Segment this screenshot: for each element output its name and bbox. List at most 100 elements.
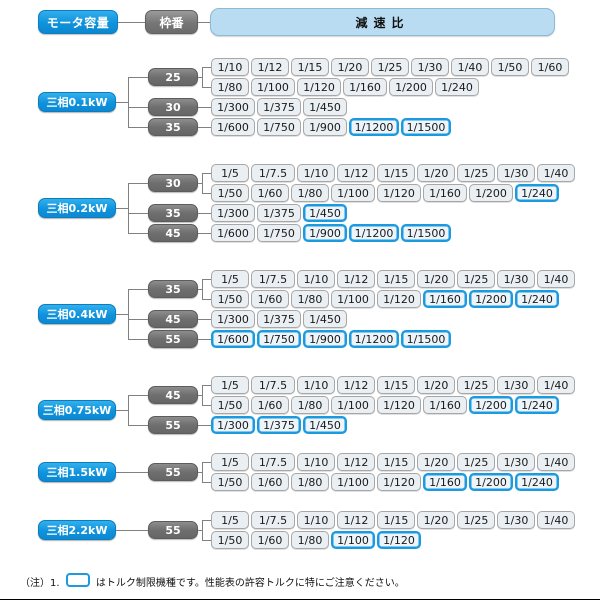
ratio-chip[interactable]: 1/50 [211, 290, 249, 308]
ratio-chip[interactable]: 1/50 [211, 473, 249, 491]
frame-number-box[interactable]: 55 [148, 521, 198, 539]
ratio-chip[interactable]: 1/600 [211, 224, 255, 242]
ratio-chip[interactable]: 1/30 [497, 511, 535, 529]
ratio-chip[interactable]: 1/100 [331, 473, 375, 491]
ratio-chip[interactable]: 1/20 [417, 376, 455, 394]
ratio-chip[interactable]: 1/10 [211, 58, 249, 76]
ratio-chip[interactable]: 1/750 [257, 118, 301, 136]
ratio-chip[interactable]: 1/10 [297, 270, 335, 288]
ratio-chip[interactable]: 1/20 [417, 164, 455, 182]
ratio-chip[interactable]: 1/375 [257, 204, 301, 222]
ratio-chip[interactable]: 1/100 [331, 290, 375, 308]
ratio-chip[interactable]: 1/300 [211, 416, 255, 434]
ratio-chip[interactable]: 1/120 [377, 184, 421, 202]
ratio-chip[interactable]: 1/200 [469, 396, 513, 414]
ratio-chip[interactable]: 1/100 [251, 78, 295, 96]
ratio-chip[interactable]: 1/7.5 [251, 164, 295, 182]
ratio-chip[interactable]: 1/900 [303, 224, 347, 242]
ratio-chip[interactable]: 1/15 [377, 376, 415, 394]
ratio-chip[interactable]: 1/200 [469, 473, 513, 491]
ratio-chip[interactable]: 1/12 [337, 453, 375, 471]
ratio-chip[interactable]: 1/7.5 [251, 453, 295, 471]
ratio-chip[interactable]: 1/240 [515, 396, 559, 414]
ratio-chip[interactable]: 1/240 [515, 290, 559, 308]
ratio-chip[interactable]: 1/10 [297, 164, 335, 182]
ratio-chip[interactable]: 1/25 [371, 58, 409, 76]
ratio-chip[interactable]: 1/20 [331, 58, 369, 76]
ratio-chip[interactable]: 1/15 [377, 453, 415, 471]
ratio-chip[interactable]: 1/12 [337, 376, 375, 394]
ratio-chip[interactable]: 1/25 [457, 164, 495, 182]
ratio-chip[interactable]: 1/450 [303, 416, 347, 434]
frame-number-box[interactable]: 30 [148, 174, 198, 192]
ratio-chip[interactable]: 1/100 [331, 531, 375, 549]
ratio-chip[interactable]: 1/60 [251, 531, 289, 549]
ratio-chip[interactable]: 1/450 [303, 204, 347, 222]
ratio-chip[interactable]: 1/300 [211, 310, 255, 328]
ratio-chip[interactable]: 1/30 [497, 270, 535, 288]
ratio-chip[interactable]: 1/80 [291, 396, 329, 414]
ratio-chip[interactable]: 1/900 [303, 330, 347, 348]
motor-capacity-box[interactable]: 三相0.4kW [38, 304, 116, 324]
ratio-chip[interactable]: 1/1200 [349, 118, 399, 136]
ratio-chip[interactable]: 1/80 [291, 184, 329, 202]
ratio-chip[interactable]: 1/50 [491, 58, 529, 76]
ratio-chip[interactable]: 1/25 [457, 511, 495, 529]
ratio-chip[interactable]: 1/40 [537, 511, 575, 529]
ratio-chip[interactable]: 1/375 [257, 310, 301, 328]
ratio-chip[interactable]: 1/200 [469, 290, 513, 308]
ratio-chip[interactable]: 1/100 [331, 396, 375, 414]
frame-number-box[interactable]: 45 [148, 224, 198, 242]
ratio-chip[interactable]: 1/15 [377, 270, 415, 288]
ratio-chip[interactable]: 1/20 [417, 453, 455, 471]
ratio-chip[interactable]: 1/120 [377, 473, 421, 491]
ratio-chip[interactable]: 1/5 [211, 270, 249, 288]
ratio-chip[interactable]: 1/25 [457, 453, 495, 471]
ratio-chip[interactable]: 1/15 [377, 511, 415, 529]
ratio-chip[interactable]: 1/900 [303, 118, 347, 136]
ratio-chip[interactable]: 1/20 [417, 270, 455, 288]
ratio-chip[interactable]: 1/30 [497, 453, 535, 471]
ratio-chip[interactable]: 1/60 [251, 290, 289, 308]
ratio-chip[interactable]: 1/300 [211, 204, 255, 222]
ratio-chip[interactable]: 1/40 [537, 270, 575, 288]
ratio-chip[interactable]: 1/120 [377, 396, 421, 414]
ratio-chip[interactable]: 1/50 [211, 184, 249, 202]
ratio-chip[interactable]: 1/15 [377, 164, 415, 182]
ratio-chip[interactable]: 1/160 [423, 473, 467, 491]
ratio-chip[interactable]: 1/750 [257, 330, 301, 348]
ratio-chip[interactable]: 1/40 [451, 58, 489, 76]
frame-number-box[interactable]: 35 [148, 280, 198, 298]
ratio-chip[interactable]: 1/12 [337, 511, 375, 529]
ratio-chip[interactable]: 1/30 [411, 58, 449, 76]
ratio-chip[interactable]: 1/1200 [349, 330, 399, 348]
ratio-chip[interactable]: 1/100 [331, 184, 375, 202]
ratio-chip[interactable]: 1/200 [469, 184, 513, 202]
frame-number-box[interactable]: 55 [148, 463, 198, 481]
frame-number-box[interactable]: 35 [148, 204, 198, 222]
ratio-chip[interactable]: 1/240 [515, 184, 559, 202]
ratio-chip[interactable]: 1/200 [389, 78, 433, 96]
motor-capacity-box[interactable]: 三相0.2kW [38, 198, 116, 218]
ratio-chip[interactable]: 1/30 [497, 376, 535, 394]
ratio-chip[interactable]: 1/10 [297, 453, 335, 471]
frame-number-box[interactable]: 55 [148, 416, 198, 434]
ratio-chip[interactable]: 1/80 [291, 290, 329, 308]
ratio-chip[interactable]: 1/10 [297, 376, 335, 394]
ratio-chip[interactable]: 1/40 [537, 376, 575, 394]
ratio-chip[interactable]: 1/25 [457, 376, 495, 394]
ratio-chip[interactable]: 1/60 [251, 396, 289, 414]
ratio-chip[interactable]: 1/7.5 [251, 270, 295, 288]
motor-capacity-box[interactable]: 三相1.5kW [38, 462, 116, 482]
ratio-chip[interactable]: 1/80 [211, 78, 249, 96]
ratio-chip[interactable]: 1/160 [423, 184, 467, 202]
ratio-chip[interactable]: 1/7.5 [251, 511, 295, 529]
ratio-chip[interactable]: 1/240 [515, 473, 559, 491]
ratio-chip[interactable]: 1/120 [377, 531, 421, 549]
motor-capacity-box[interactable]: 三相2.2kW [38, 520, 116, 540]
ratio-chip[interactable]: 1/15 [291, 58, 329, 76]
ratio-chip[interactable]: 1/80 [291, 473, 329, 491]
ratio-chip[interactable]: 1/25 [457, 270, 495, 288]
ratio-chip[interactable]: 1/5 [211, 453, 249, 471]
ratio-chip[interactable]: 1/60 [531, 58, 569, 76]
